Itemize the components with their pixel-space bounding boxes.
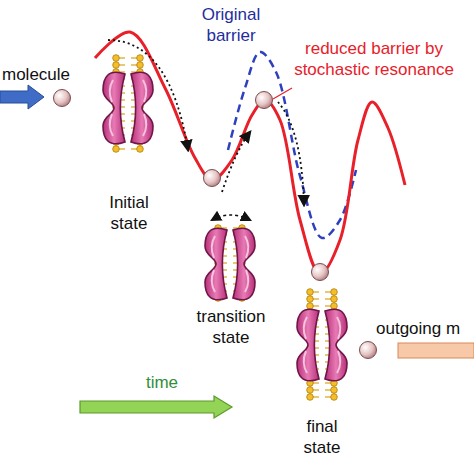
lipid-head: [137, 62, 144, 69]
outgoing-bar: [398, 343, 474, 358]
molecule-ball: [204, 170, 221, 187]
channel-stripe: [212, 236, 215, 292]
lipid-head: [137, 146, 144, 153]
channel-stripe: [337, 317, 340, 373]
wiggle-arrow: [212, 215, 250, 220]
original-barrier-curve: [228, 52, 356, 238]
lipid-head: [307, 296, 314, 303]
lipid-head: [331, 296, 338, 303]
incoming-arrow: [0, 85, 44, 109]
ion-channel: [103, 72, 153, 144]
molecule-ball: [312, 264, 329, 281]
channel-stripe: [245, 236, 248, 292]
lipid-head: [113, 146, 120, 153]
motion-arrow: [278, 102, 304, 205]
channel-half: [131, 72, 153, 144]
lipid-head: [113, 55, 120, 62]
barrier-label: Original barrier: [192, 4, 270, 46]
ion-channel: [297, 309, 347, 381]
lipid-head: [331, 387, 338, 394]
channel-half: [297, 309, 319, 381]
motion-arrow: [108, 40, 188, 150]
state-label: transition state: [186, 306, 276, 348]
lipid-head: [137, 55, 144, 62]
molecule-ball: [360, 342, 377, 359]
molecule-ball: [54, 90, 71, 107]
molecule-label: molecule: [2, 64, 70, 85]
channel-stripe: [143, 80, 146, 136]
state-label: final state: [288, 416, 356, 458]
lipid-head: [331, 394, 338, 401]
motion-arrow: [222, 132, 250, 192]
state-label: Initial state: [92, 192, 166, 234]
outgoing-label: outgoing m: [376, 318, 460, 339]
lipid-head: [113, 62, 120, 69]
channel-half: [233, 228, 255, 300]
leader-line: [273, 88, 292, 99]
channel-stripe: [304, 317, 307, 373]
channel-half: [103, 72, 125, 144]
lipid-head: [331, 303, 338, 310]
lipid-head: [307, 289, 314, 296]
barrier-label: reduced barrier by stochastic resonance: [276, 38, 472, 80]
channel-half: [325, 309, 347, 381]
lipid-head: [307, 387, 314, 394]
time-label: time: [136, 372, 188, 393]
time-arrow: [80, 396, 232, 418]
lipid-head: [331, 289, 338, 296]
channel-half: [205, 228, 227, 300]
channel-stripe: [110, 80, 113, 136]
ion-channel: [205, 228, 255, 300]
lipid-head: [307, 303, 314, 310]
lipid-head: [307, 394, 314, 401]
molecule-ball: [256, 92, 273, 109]
